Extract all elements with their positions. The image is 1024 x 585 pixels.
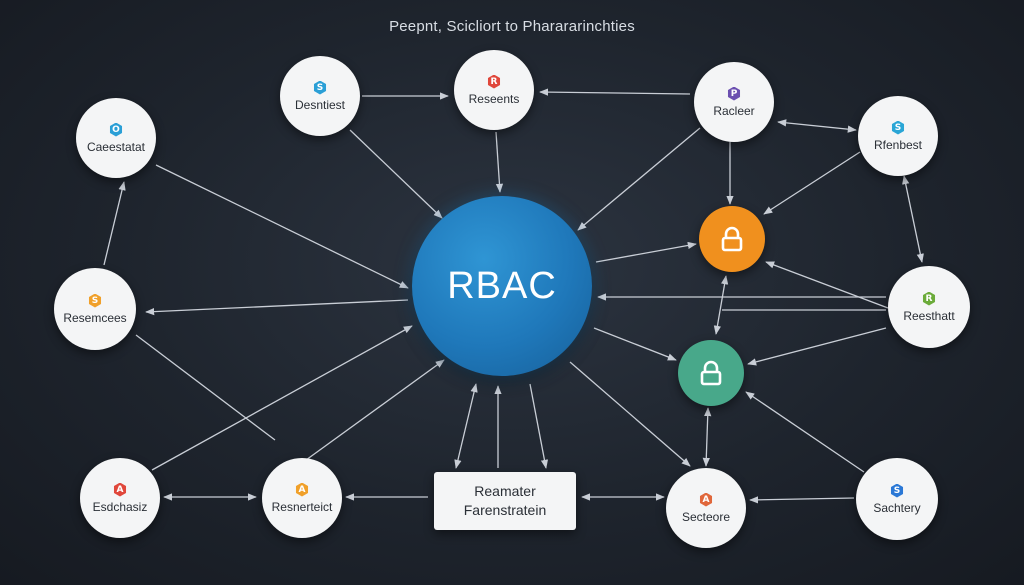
- edge-resemcees-hub: [145, 299, 409, 316]
- node-reesthatt: R Reesthatt: [888, 266, 970, 348]
- edge-resemcees-down: [135, 334, 276, 441]
- node-label: Rfenbest: [873, 137, 923, 152]
- edge-rect-hub-1: [454, 383, 478, 469]
- edge-greenlock-hub: [593, 327, 677, 361]
- hexagon-badge-icon: S: [88, 293, 102, 308]
- rbac-hub: RBAC: [412, 196, 592, 376]
- node-sachtery: S Sachtery: [856, 458, 938, 540]
- green-lock-node: [678, 340, 744, 406]
- node-resemcees: S Resemcees: [54, 268, 136, 350]
- edge-caeestatat-hub: [155, 164, 409, 289]
- hexagon-badge-icon: R: [487, 74, 501, 89]
- node-label: Resemcees: [63, 310, 127, 325]
- hexagon-badge-icon: A: [699, 492, 713, 507]
- node-esdchasiz: A Esdchasiz: [80, 458, 160, 538]
- lock-icon: [721, 226, 743, 252]
- hexagon-badge-icon: P: [727, 86, 741, 101]
- hexagon-badge-icon: S: [891, 120, 905, 135]
- box-line-1: Reamater: [474, 483, 536, 499]
- node-label: Resnerteict: [271, 499, 333, 514]
- edge-secteore-hub: [569, 361, 691, 467]
- edge-racleer-rfenbest: [777, 119, 857, 133]
- node-label: Caeestatat: [86, 139, 146, 154]
- edge-sachtery-greenlock: [745, 391, 865, 473]
- node-label: Sachtery: [873, 500, 921, 515]
- node-rfenbest: S Rfenbest: [858, 96, 938, 176]
- node-label: Desntiest: [294, 97, 346, 112]
- edge-secteore-sachtery: [749, 496, 855, 504]
- box-line-2: Farenstratein: [463, 502, 547, 518]
- edge-orangelock-greenlock: [713, 275, 729, 335]
- node-label: Reseents: [468, 91, 520, 106]
- hub-label: RBAC: [447, 264, 557, 307]
- hexagon-badge-icon: A: [113, 482, 127, 497]
- node-label: Reesthatt: [903, 308, 955, 323]
- hexagon-badge-icon: S: [313, 80, 327, 95]
- edge-esdchasiz-hub: [151, 325, 413, 471]
- edge-greenlock-secteore: [702, 407, 712, 467]
- diagram-title: Peepnt, Scicliort to Pharararinchties: [389, 18, 635, 35]
- edge-desntiest-hub: [349, 129, 443, 219]
- node-label: Secteore: [681, 509, 731, 524]
- hexagon-badge-icon: O: [109, 122, 123, 137]
- node-label: Esdchasiz: [92, 499, 148, 514]
- node-caeestatat: O Caeestatat: [76, 98, 156, 178]
- edge-racleer-hub: [577, 127, 701, 231]
- edge-rfenbest-orangelock: [763, 151, 861, 215]
- hexagon-badge-icon: R: [922, 291, 936, 306]
- edge-reesthatt-greenlock: [747, 327, 887, 366]
- hexagon-badge-icon: A: [295, 482, 309, 497]
- edge-resnerteict-hub: [305, 359, 445, 461]
- node-secteore: A Secteore: [666, 468, 746, 548]
- edge-reseents-hub: [495, 131, 504, 193]
- node-resnerteict: A Resnerteict: [262, 458, 342, 538]
- reamater-box: Reamater Farenstratein: [434, 472, 576, 530]
- node-racleer: P Racleer: [694, 62, 774, 142]
- edge-orangelock-hub: [595, 241, 697, 263]
- edge-rfenbest-reesthatt: [902, 175, 924, 263]
- lock-icon: [700, 360, 722, 386]
- edge-caeestatat-resemcees: [103, 181, 126, 266]
- node-label: Racleer: [713, 103, 755, 118]
- edge-reseents-racleer: [539, 88, 691, 96]
- edge-reesthatt-orangelock: [765, 261, 889, 309]
- edge-rect-hub-3: [529, 383, 549, 469]
- orange-lock-node: [699, 206, 765, 272]
- node-reseents: R Reseents: [454, 50, 534, 130]
- hexagon-badge-icon: S: [890, 483, 904, 498]
- node-desntiest: S Desntiest: [280, 56, 360, 136]
